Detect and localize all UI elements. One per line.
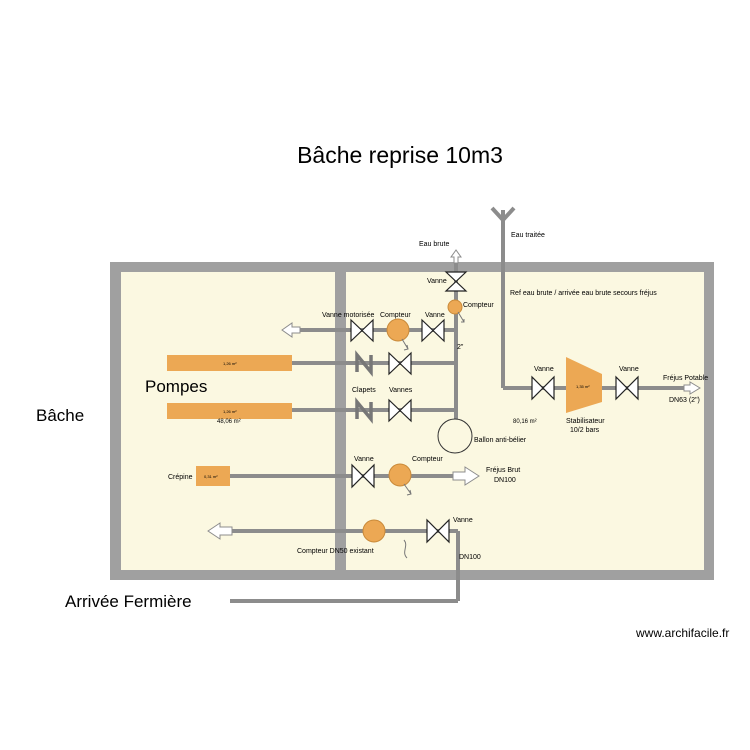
valve-pump2 (388, 398, 412, 423)
meter-brut (388, 463, 412, 487)
pump-2 (167, 403, 292, 419)
stab-pressure-label: 10/2 bars (570, 427, 600, 434)
compteur-top-label: Compteur (463, 302, 494, 309)
valve-top (444, 271, 468, 292)
meters (362, 299, 463, 543)
dn100-bottom-label: DN100 (459, 554, 481, 561)
pump1-area-label: 1,26 m² (223, 361, 237, 366)
arrow-up-eau-brute (450, 249, 462, 264)
ballon-anti-belier (437, 418, 473, 454)
meter-pointers (401, 311, 465, 559)
vanne-bottom-label: Vanne (453, 517, 473, 524)
pointer-dn50 (403, 539, 408, 559)
vannes-label: Vannes (389, 387, 413, 394)
stabilisateur (566, 357, 602, 413)
pointer-row1 (401, 338, 409, 351)
valve-brut (351, 463, 375, 489)
vanne-row1-label: Vanne (425, 312, 445, 319)
valve-bottom (426, 518, 450, 544)
meter-row1 (386, 318, 410, 342)
clapets-label: Clapets (352, 387, 376, 394)
eau-brute-label: Eau brute (419, 241, 449, 248)
area-pompes-label: 48,06 m² (217, 419, 241, 425)
arrow-left-row1 (281, 322, 301, 338)
clapet-pump1 (355, 350, 373, 377)
page-title: Bâche reprise 10m3 (297, 142, 503, 168)
pump-1 (167, 355, 292, 371)
vanne-motorisee-label: Vanne motorisée (322, 312, 375, 319)
flow-arrows (207, 206, 701, 540)
meter-top (447, 299, 463, 315)
two-inch-label: 2" (457, 344, 464, 351)
pointer-brut (403, 483, 412, 496)
crepine-label: Crépine (168, 474, 193, 481)
dn100-brut-label: DN100 (494, 477, 516, 484)
vanne-stab-right-label: Vanne (619, 366, 639, 373)
compteur-dn50-label: Compteur DN50 existant (297, 548, 374, 555)
area-room-label: 80,16 m² (513, 419, 537, 425)
stab-area-label: 1,35 m² (576, 384, 590, 389)
vanne-top-label: Vanne (427, 278, 447, 285)
valve-stab-left (531, 375, 555, 401)
arrow-down-eau-traitee (490, 206, 516, 223)
valve-row1 (421, 318, 445, 343)
valve-stab-right (615, 375, 639, 401)
eau-traitee-label: Eau traitée (511, 232, 545, 239)
arrow-right-potable (683, 381, 701, 395)
ref-eau-label: Ref eau brute / arrivée eau brute secour… (510, 290, 657, 297)
vanne-brut-label: Vanne (354, 456, 374, 463)
frejus-potable-label: Fréjus Potable (663, 375, 708, 382)
valve-motorisee (350, 318, 374, 343)
bache-label: Bâche (36, 406, 84, 425)
clapet-pump2 (355, 397, 373, 424)
pointer-top (457, 311, 465, 323)
compteur-row1-label: Compteur (380, 312, 411, 319)
stabilisateur-label: Stabilisateur (566, 418, 605, 425)
compteur-brut-label: Compteur (412, 456, 443, 463)
room-left-floor (121, 272, 335, 570)
crepine-area-label: 0,31 m² (204, 474, 218, 479)
meter-dn50 (362, 519, 386, 543)
check-valves (355, 350, 373, 424)
pump2-area-label: 1,26 m² (223, 409, 237, 414)
pompes-label: Pompes (145, 377, 207, 396)
equipment-boxes (167, 355, 292, 486)
arrow-right-brut (452, 466, 480, 486)
crepine-box (196, 466, 230, 486)
ballon-label: Ballon anti-bélier (474, 437, 527, 444)
valves (350, 271, 639, 544)
dn63-label: DN63 (2") (669, 397, 700, 404)
arrivee-fermiere-label: Arrivée Fermière (65, 592, 192, 611)
vanne-stab-left-label: Vanne (534, 366, 554, 373)
watermark: www.archifacile.fr (635, 626, 729, 640)
valve-pump1 (388, 351, 412, 376)
frejus-brut-label: Fréjus Brut (486, 467, 520, 474)
arrow-left-bottom (207, 522, 233, 540)
